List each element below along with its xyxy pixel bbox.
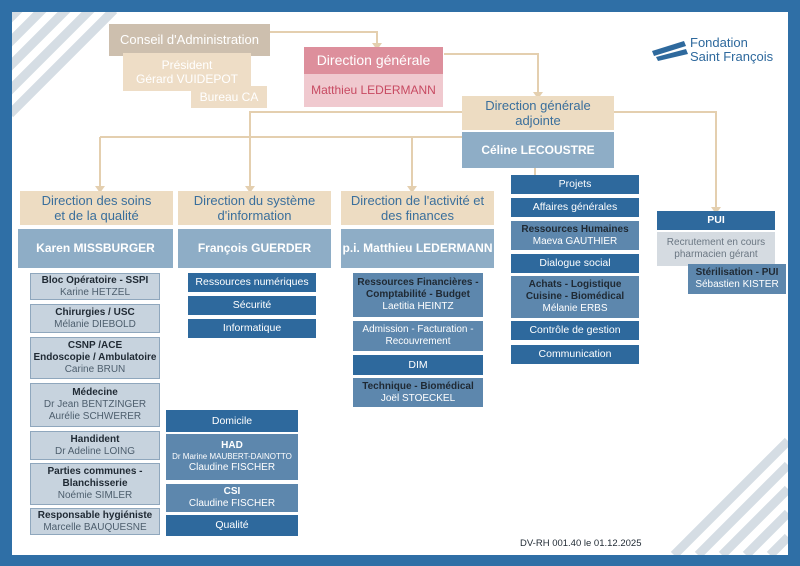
logo-line2: Saint François <box>690 48 774 64</box>
soins-item-chirurgies: Chirurgies / USC Mélanie DIEBOLD <box>30 304 160 333</box>
service-affaires-generales: Affaires générales <box>511 198 639 217</box>
direction-si-head: François GUERDER <box>197 241 312 256</box>
direction-si-title: Direction du système d'information <box>193 192 316 223</box>
president-box: Président Gérard VUIDEPOT <box>123 53 251 91</box>
direction-soins-head-box: Karen MISSBURGER <box>18 229 173 268</box>
dga-title: Direction générale adjointe <box>485 97 591 128</box>
domicile-csi-box: CSI Claudine FISCHER <box>166 484 298 512</box>
service-projets: Projets <box>511 175 639 194</box>
direction-activite-box: Direction de l'activité et des finances <box>341 191 494 225</box>
direction-generale-title: Direction générale <box>316 52 431 69</box>
fondation-logo: Fondation Saint François <box>652 36 782 66</box>
service-ressources-humaines: Ressources Humaines Maeva GAUTHIER <box>511 221 639 250</box>
soins-item-csnp: CSNP /ACE Endoscopie / Ambulatoire Carin… <box>30 337 160 379</box>
domicile-header: Domicile <box>166 410 298 432</box>
soins-item-bloc: Bloc Opératoire - SSPI Karine HETZEL <box>30 273 160 300</box>
si-item-ressources-numeriques: Ressources numériques <box>188 273 316 292</box>
si-item-securite: Sécurité <box>188 296 316 315</box>
si-item-informatique: Informatique <box>188 319 316 338</box>
direction-activite-head: p.i. Matthieu LEDERMANN <box>342 241 493 256</box>
service-dialogue-social: Dialogue social <box>511 254 639 273</box>
direction-generale-box: Direction générale <box>304 47 443 74</box>
service-communication: Communication <box>511 345 639 364</box>
connector-lines <box>95 31 721 214</box>
direction-soins-title: Direction des soins et de la qualité <box>41 192 152 223</box>
qualite-box: Qualité <box>166 515 298 536</box>
org-chart: Conseil d'Administration Président Gérar… <box>12 12 788 555</box>
conseil-administration-box: Conseil d'Administration <box>109 24 270 56</box>
direction-generale-name: Matthieu LEDERMANN <box>311 83 436 98</box>
dga-name: Céline LECOUSTRE <box>481 142 595 157</box>
direction-generale-name-box: Matthieu LEDERMANN <box>304 74 443 107</box>
direction-si-box: Direction du système d'information <box>178 191 331 225</box>
activite-item-dim: DIM <box>353 355 483 375</box>
activite-item-technique: Technique - Biomédical Joël STOECKEL <box>353 378 483 407</box>
pui-recrutement-box: Recrutement en cours pharmacien gérant <box>657 232 775 266</box>
direction-soins-head: Karen MISSBURGER <box>36 241 155 256</box>
activite-item-admission: Admission - Facturation - Recouvrement <box>353 321 483 351</box>
soins-item-handident: Handident Dr Adeline LOING <box>30 431 160 460</box>
direction-soins-box: Direction des soins et de la qualité <box>20 191 173 225</box>
direction-si-head-box: François GUERDER <box>178 229 331 268</box>
logo-line1: Fondation <box>690 35 748 50</box>
soins-item-parties-communes: Parties communes - Blanchisserie Noémie … <box>30 463 160 505</box>
dga-name-box: Céline LECOUSTRE <box>462 132 614 168</box>
president-name: Gérard VUIDEPOT <box>135 72 239 86</box>
soins-item-hygieniste: Responsable hygiéniste Marcelle BAUQUESN… <box>30 508 160 535</box>
pui-sterilisation-box: Stérilisation - PUI Sébastien KISTER <box>688 264 786 294</box>
conseil-administration-title: Conseil d'Administration <box>119 32 260 48</box>
service-achats-logistique: Achats - Logistique Cuisine - Biomédical… <box>511 276 639 318</box>
direction-activite-head-box: p.i. Matthieu LEDERMANN <box>341 229 494 268</box>
document-reference: DV-RH 001.40 le 01.12.2025 <box>520 538 642 549</box>
service-controle-gestion: Contrôle de gestion <box>511 321 639 340</box>
dga-box: Direction générale adjointe <box>462 96 614 130</box>
bureau-ca-label: Bureau CA <box>199 89 259 104</box>
domicile-had-box: HAD Dr Marine MAUBERT-DAINOTTO Claudine … <box>166 434 298 480</box>
activite-item-ressources-financieres: Ressources Financières - Comptabilité - … <box>353 273 483 317</box>
president-title: Président <box>161 57 213 72</box>
pui-header: PUI <box>657 211 775 230</box>
soins-item-medecine: Médecine Dr Jean BENTZINGER Aurélie SCHW… <box>30 383 160 427</box>
logo-mark-icon <box>652 41 688 61</box>
bureau-ca-box: Bureau CA <box>191 86 267 108</box>
direction-activite-title: Direction de l'activité et des finances <box>350 192 485 223</box>
